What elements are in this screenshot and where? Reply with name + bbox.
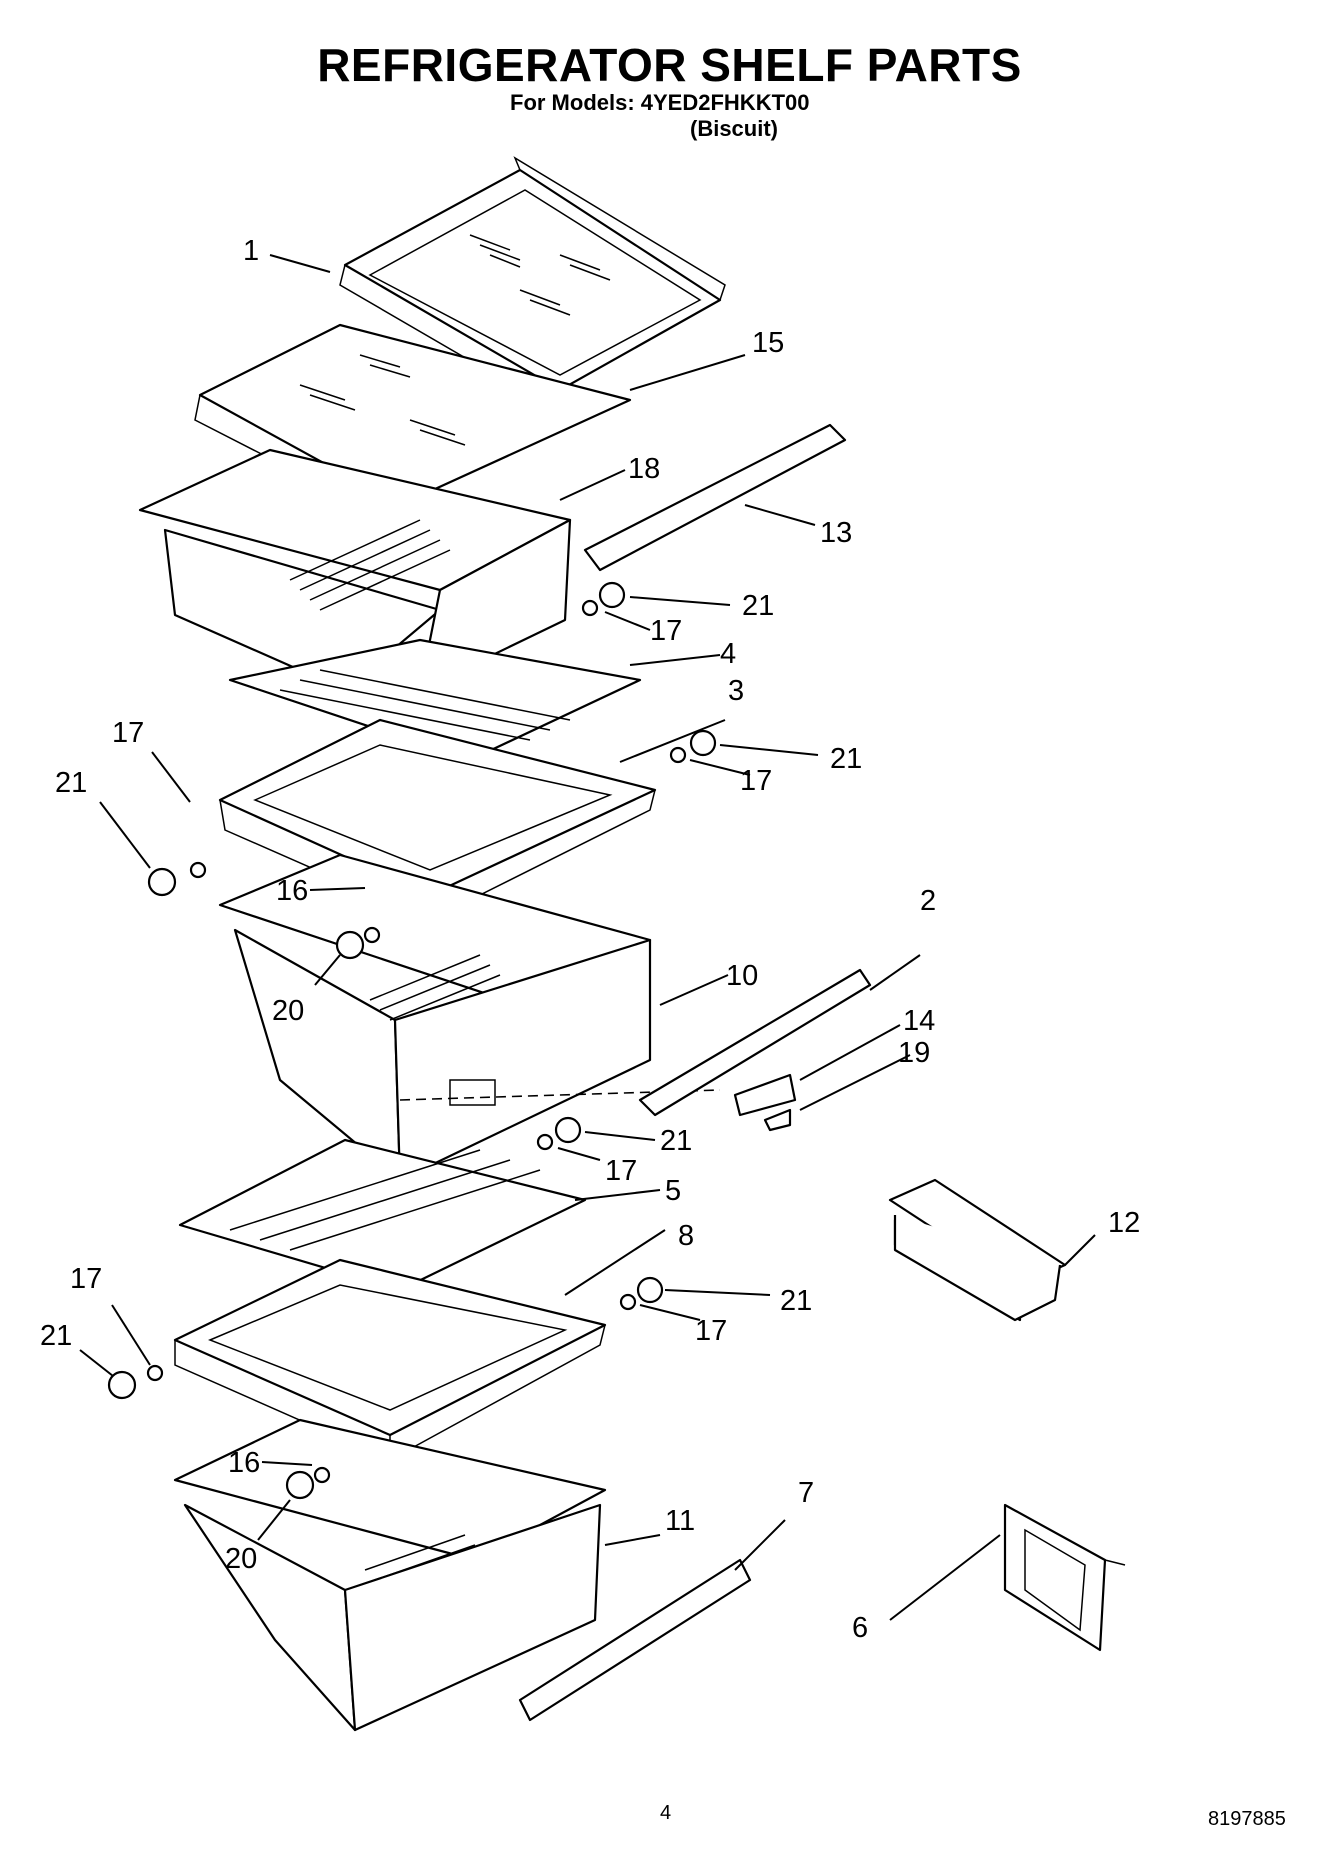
callout-21-a: 21 (742, 590, 774, 622)
callout-7: 7 (798, 1477, 814, 1509)
document-number: 8197885 (1208, 1808, 1286, 1830)
callout-3: 3 (728, 675, 744, 707)
callout-21-f: 21 (780, 1285, 812, 1317)
callout-17-f: 17 (695, 1315, 727, 1347)
callout-8: 8 (678, 1220, 694, 1252)
part-cover-frame-lower (173, 1258, 607, 1462)
part-crisper-drawer-middle (218, 853, 652, 1182)
hardware-rollers (107, 581, 717, 1500)
callout-17-d: 17 (605, 1155, 637, 1187)
part-clip-19 (763, 1108, 792, 1132)
callout-14: 14 (903, 1005, 935, 1037)
callout-1: 1 (243, 235, 259, 267)
part-rail-upper (583, 423, 847, 572)
callout-20-a: 20 (272, 995, 304, 1027)
callout-18: 18 (628, 453, 660, 485)
page-number: 4 (660, 1802, 672, 1824)
part-rail-middle (638, 968, 872, 1117)
callout-19: 19 (898, 1037, 930, 1069)
callout-17-b: 17 (112, 717, 144, 749)
part-crisper-drawer-bottom (173, 1418, 607, 1732)
callout-11: 11 (665, 1505, 695, 1537)
callout-2: 2 (920, 885, 936, 917)
part-rail-lower (518, 1558, 752, 1722)
callout-21-e: 21 (40, 1320, 72, 1352)
page-title: REFRIGERATOR SHELF PARTS (317, 39, 1022, 91)
callout-17-e: 17 (70, 1263, 102, 1295)
callout-labels: 1 15 18 13 21 17 4 3 17 21 21 17 16 20 1… (40, 235, 1140, 1644)
models-line: For Models: 4YED2FHKKT00 (510, 90, 810, 115)
model-variant: (Biscuit) (690, 116, 778, 141)
callout-21-c: 21 (830, 743, 862, 775)
part-bin (888, 1178, 1067, 1322)
callout-6: 6 (852, 1612, 868, 1644)
callout-17-a: 17 (650, 615, 682, 647)
callout-16-a: 16 (276, 875, 308, 907)
callout-5: 5 (665, 1175, 681, 1207)
leader-lines (79, 254, 1096, 1621)
callout-21-b: 21 (55, 767, 87, 799)
callout-16-b: 16 (228, 1447, 260, 1479)
callout-4: 4 (720, 638, 736, 670)
callout-12: 12 (1108, 1207, 1140, 1239)
callout-20-b: 20 (225, 1543, 257, 1575)
part-glass-insert-lower (178, 1138, 587, 1292)
part-label-plate (1003, 1503, 1126, 1652)
callout-10: 10 (726, 960, 758, 992)
part-clip-14 (733, 1073, 797, 1117)
callout-17-c: 17 (740, 765, 772, 797)
callout-21-d: 21 (660, 1125, 692, 1157)
callout-13: 13 (820, 517, 852, 549)
callout-15: 15 (752, 327, 784, 359)
